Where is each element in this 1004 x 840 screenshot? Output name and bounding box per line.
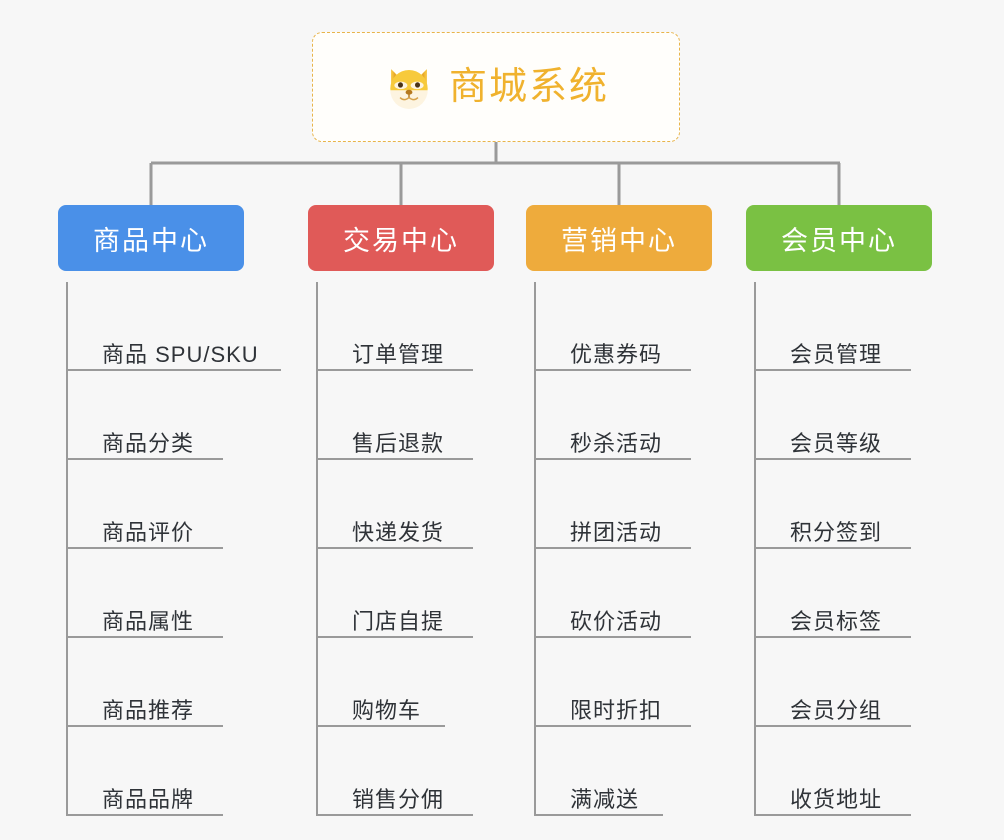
leaf-label: 拼团活动	[570, 519, 663, 545]
leaf-underline	[318, 458, 473, 460]
branch-header[interactable]: 会员中心	[746, 205, 932, 271]
list-item[interactable]: 商品评价	[66, 460, 244, 549]
branch-marketing-center: 营销中心 优惠券码 秒杀活动 拼团活动 砍价活动 限时折扣	[526, 205, 712, 816]
leaf-label: 优惠券码	[570, 341, 663, 367]
list-item[interactable]: 积分签到	[754, 460, 932, 549]
leaf-underline	[318, 369, 473, 371]
list-item[interactable]: 商品推荐	[66, 638, 244, 727]
list-item[interactable]: 会员管理	[754, 282, 932, 371]
leaf-label: 商品分类	[102, 430, 195, 456]
list-item[interactable]: 优惠券码	[534, 282, 712, 371]
list-item[interactable]: 会员分组	[754, 638, 932, 727]
root-title: 商城系统	[448, 66, 609, 108]
leaf-label: 商品品牌	[102, 786, 195, 812]
leaf-underline	[318, 725, 445, 727]
leaf-label: 商品属性	[102, 608, 195, 634]
leaf-label: 会员等级	[790, 430, 883, 456]
branch-trade-center: 交易中心 订单管理 售后退款 快递发货 门店自提 购物车	[308, 205, 494, 816]
leaf-label: 销售分佣	[352, 786, 445, 812]
leaf-label: 积分签到	[790, 519, 883, 545]
leaf-label: 快递发货	[352, 519, 445, 545]
branch-item-list: 订单管理 售后退款 快递发货 门店自提 购物车 销售分佣	[308, 282, 494, 816]
leaf-underline	[536, 814, 663, 816]
leaf-underline	[68, 369, 281, 371]
branch-spine	[316, 282, 318, 816]
list-item[interactable]: 商品品牌	[66, 727, 244, 816]
leaf-label: 商品 SPU/SKU	[102, 341, 259, 367]
leaf-label: 收货地址	[790, 786, 883, 812]
branch-member-center: 会员中心 会员管理 会员等级 积分签到 会员标签 会员分组	[746, 205, 932, 816]
leaf-underline	[536, 725, 691, 727]
list-item[interactable]: 秒杀活动	[534, 371, 712, 460]
list-item[interactable]: 销售分佣	[316, 727, 494, 816]
leaf-underline	[68, 547, 223, 549]
leaf-underline	[318, 814, 473, 816]
leaf-underline	[68, 814, 223, 816]
leaf-label: 商品推荐	[102, 697, 195, 723]
list-item[interactable]: 售后退款	[316, 371, 494, 460]
root-node[interactable]: 商城系统	[312, 32, 680, 142]
branch-spine	[66, 282, 68, 816]
list-item[interactable]: 购物车	[316, 638, 494, 727]
branch-spine	[754, 282, 756, 816]
leaf-underline	[68, 458, 223, 460]
branch-product-center: 商品中心 商品 SPU/SKU 商品分类 商品评价 商品属性 商品推荐	[58, 205, 281, 816]
leaf-underline	[756, 725, 911, 727]
leaf-label: 限时折扣	[570, 697, 663, 723]
list-item[interactable]: 限时折扣	[534, 638, 712, 727]
leaf-underline	[318, 547, 473, 549]
leaf-underline	[536, 636, 691, 638]
list-item[interactable]: 砍价活动	[534, 549, 712, 638]
branch-item-list: 会员管理 会员等级 积分签到 会员标签 会员分组 收货地址	[746, 282, 932, 816]
leaf-underline	[68, 636, 223, 638]
branch-header[interactable]: 交易中心	[308, 205, 494, 271]
list-item[interactable]: 快递发货	[316, 460, 494, 549]
leaf-label: 商品评价	[102, 519, 195, 545]
leaf-label: 秒杀活动	[570, 430, 663, 456]
list-item[interactable]: 会员等级	[754, 371, 932, 460]
list-item[interactable]: 商品 SPU/SKU	[66, 282, 281, 371]
list-item[interactable]: 商品分类	[66, 371, 244, 460]
branch-spine	[534, 282, 536, 816]
leaf-underline	[756, 547, 911, 549]
leaf-underline	[756, 814, 911, 816]
branch-header[interactable]: 营销中心	[526, 205, 712, 271]
leaf-underline	[536, 547, 691, 549]
leaf-label: 购物车	[352, 697, 422, 723]
leaf-underline	[756, 636, 911, 638]
leaf-label: 满减送	[570, 786, 640, 812]
shiba-dog-icon	[390, 69, 428, 109]
list-item[interactable]: 门店自提	[316, 549, 494, 638]
leaf-label: 售后退款	[352, 430, 445, 456]
list-item[interactable]: 收货地址	[754, 727, 932, 816]
list-item[interactable]: 满减送	[534, 727, 712, 816]
list-item[interactable]: 拼团活动	[534, 460, 712, 549]
leaf-underline	[536, 458, 691, 460]
leaf-underline	[756, 458, 911, 460]
leaf-label: 门店自提	[352, 608, 445, 634]
branch-item-list: 优惠券码 秒杀活动 拼团活动 砍价活动 限时折扣 满减送	[526, 282, 712, 816]
leaf-label: 会员分组	[790, 697, 883, 723]
leaf-label: 会员标签	[790, 608, 883, 634]
branch-header[interactable]: 商品中心	[58, 205, 244, 271]
leaf-label: 订单管理	[352, 341, 445, 367]
leaf-underline	[756, 369, 911, 371]
leaf-underline	[318, 636, 473, 638]
leaf-label: 砍价活动	[570, 608, 663, 634]
list-item[interactable]: 会员标签	[754, 549, 932, 638]
leaf-underline	[536, 369, 691, 371]
list-item[interactable]: 订单管理	[316, 282, 494, 371]
leaf-underline	[68, 725, 223, 727]
list-item[interactable]: 商品属性	[66, 549, 244, 638]
leaf-label: 会员管理	[790, 341, 883, 367]
branch-item-list: 商品 SPU/SKU 商品分类 商品评价 商品属性 商品推荐 商品品牌	[58, 282, 281, 816]
